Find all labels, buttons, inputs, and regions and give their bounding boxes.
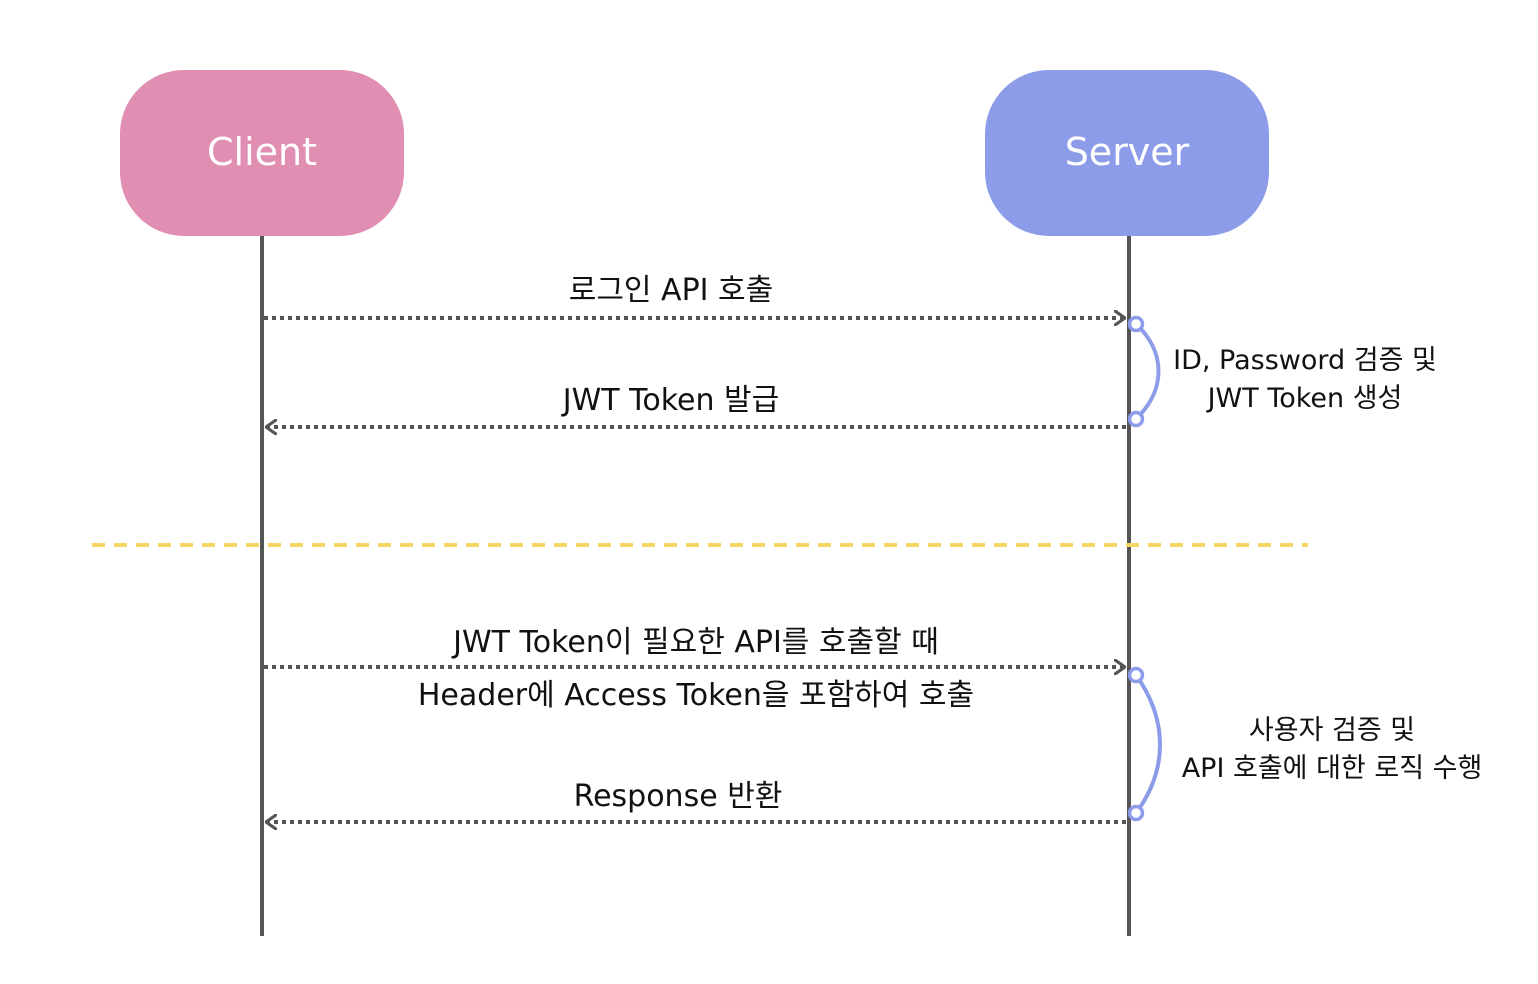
api-call-label-line2: Header에 Access Token을 포함하여 호출: [418, 678, 974, 713]
server-actor-label: Server: [1065, 130, 1190, 174]
api-call-label-line1: JWT Token이 필요한 API를 호출할 때: [451, 625, 939, 660]
logic-bracket-end: [1127, 804, 1145, 822]
verify-bracket-start: [1127, 315, 1145, 333]
client-actor-box: [120, 70, 404, 236]
login-call-label: 로그인 API 호출: [569, 273, 774, 308]
verify-bracket: [1134, 322, 1161, 421]
verify-note-line2: JWT Token 생성: [1206, 383, 1403, 414]
logic-bracket: [1134, 673, 1162, 815]
logic-note-line1: 사용자 검증 및: [1249, 715, 1415, 746]
server-actor-box: [985, 70, 1269, 236]
verify-bracket-end: [1127, 410, 1145, 428]
logic-bracket-start: [1127, 666, 1145, 684]
response-label: Response 반환: [574, 779, 783, 814]
client-actor-label: Client: [207, 130, 317, 174]
logic-note-line2: API 호출에 대한 로직 수행: [1182, 753, 1483, 784]
verify-note-line1: ID, Password 검증 및: [1173, 345, 1437, 376]
token-issue-label: JWT Token 발급: [561, 383, 779, 418]
